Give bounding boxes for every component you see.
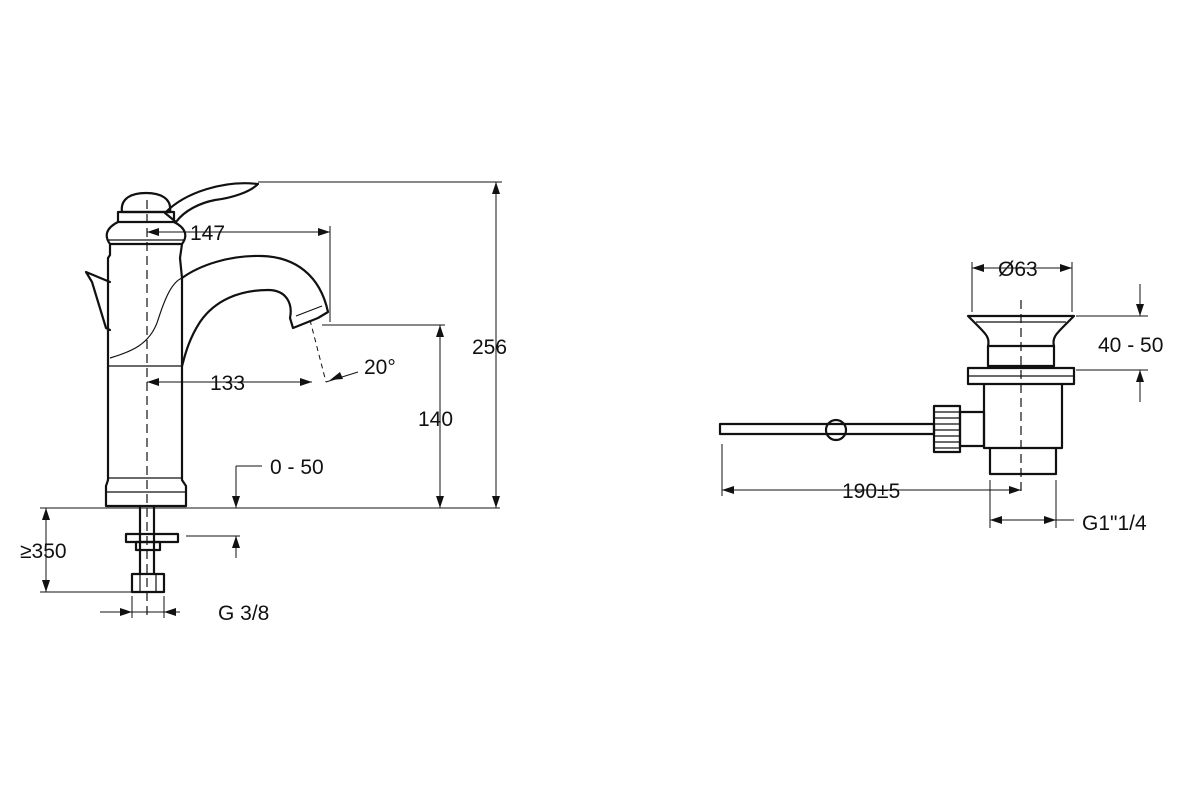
dim-drain-diameter-label: Ø63 bbox=[998, 258, 1038, 281]
drain-drawing bbox=[718, 300, 1076, 492]
dim-drain-thread-label: G1"1/4 bbox=[1082, 512, 1147, 535]
dim-total-height-label: 256 bbox=[472, 336, 507, 359]
drain-tailpiece bbox=[988, 446, 1058, 476]
drain-dimensions bbox=[721, 262, 1148, 528]
faucet-lever-handle bbox=[163, 182, 260, 224]
faucet-spout bbox=[180, 254, 330, 368]
drain-pull-rod bbox=[718, 422, 936, 436]
drain-rod-ball bbox=[824, 418, 848, 442]
faucet-shank bbox=[138, 504, 156, 576]
drain-body bbox=[982, 382, 1064, 450]
dim-reach-lower-label: 133 bbox=[210, 372, 245, 395]
dim-reach-upper-label: 147 bbox=[190, 222, 225, 245]
faucet-body bbox=[104, 242, 188, 508]
faucet-top-knob bbox=[120, 191, 172, 214]
dim-hose-length-label: ≥350 bbox=[20, 540, 67, 563]
faucet-drawing bbox=[84, 182, 330, 615]
dim-drain-height-label: 40 - 50 bbox=[1098, 334, 1163, 357]
dim-deck-thickness-label: 0 - 50 bbox=[270, 456, 324, 479]
dim-rod-length-label: 190±5 bbox=[842, 480, 900, 503]
drain-locknut bbox=[966, 366, 1076, 386]
faucet-dimensions bbox=[40, 181, 502, 618]
drain-knurled-nut bbox=[932, 404, 962, 454]
faucet-popup-lever bbox=[84, 270, 112, 332]
faucet-fixing-nut bbox=[124, 532, 180, 544]
drain-side-connector bbox=[958, 410, 986, 448]
dim-connection-label: G 3/8 bbox=[218, 602, 269, 625]
faucet-hose-nut bbox=[130, 572, 166, 594]
faucet-collar bbox=[105, 220, 187, 246]
dim-spout-height-label: 140 bbox=[418, 408, 453, 431]
dim-spout-angle-label: 20° bbox=[364, 356, 396, 379]
